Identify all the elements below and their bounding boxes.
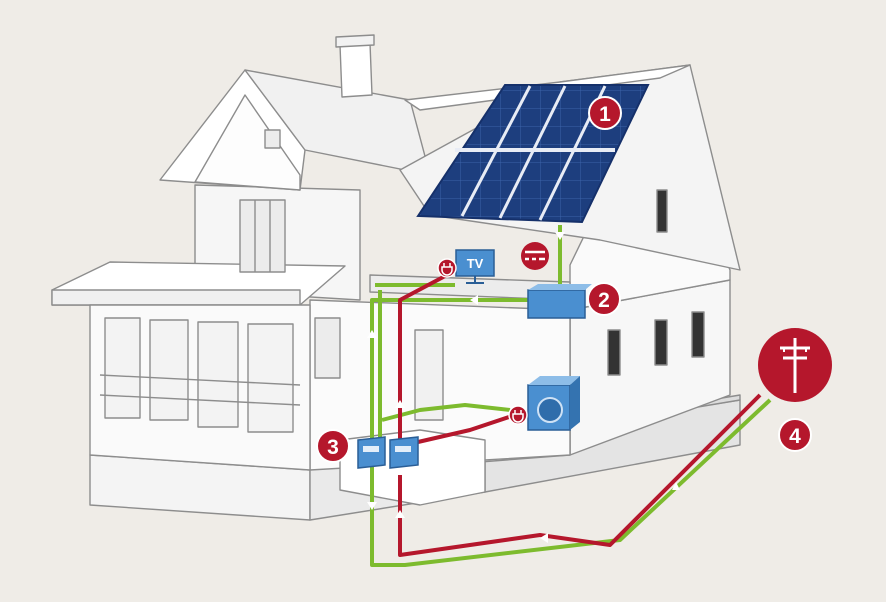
svg-text:4: 4 — [789, 425, 801, 448]
plug-icon — [437, 258, 457, 278]
chimney-top — [335, 34, 375, 48]
tv: TV — [455, 249, 495, 284]
svg-text:3: 3 — [327, 436, 339, 459]
badge-1: 1 — [588, 96, 622, 130]
plug-icon — [508, 405, 528, 425]
inverter-box — [527, 284, 592, 319]
dc-current-icon — [521, 242, 549, 270]
badge-4: 4 — [778, 418, 812, 452]
badge-2: 2 — [587, 282, 621, 316]
svg-text:2: 2 — [598, 289, 610, 312]
chimney — [339, 42, 373, 98]
gable-window-right — [656, 189, 668, 233]
tower-gable — [194, 94, 301, 191]
meter-left — [357, 436, 386, 469]
tower-window — [239, 199, 286, 273]
porch-screens — [104, 317, 294, 433]
central-door — [414, 329, 444, 421]
right-window-3 — [691, 311, 705, 358]
flow-arrows — [367, 232, 680, 543]
gable-window — [264, 129, 281, 149]
porch-roof-edge — [51, 289, 301, 306]
badge-3: 3 — [316, 429, 350, 463]
tv-label: TV — [467, 256, 484, 271]
central-window — [314, 317, 341, 379]
meter-right — [389, 436, 419, 469]
utility-pole-icon — [758, 328, 832, 402]
washing-machine-icon — [527, 376, 580, 431]
right-window-1 — [607, 329, 621, 376]
porch-rails — [99, 374, 301, 406]
svg-text:1: 1 — [599, 103, 611, 126]
right-window-2 — [654, 319, 668, 366]
